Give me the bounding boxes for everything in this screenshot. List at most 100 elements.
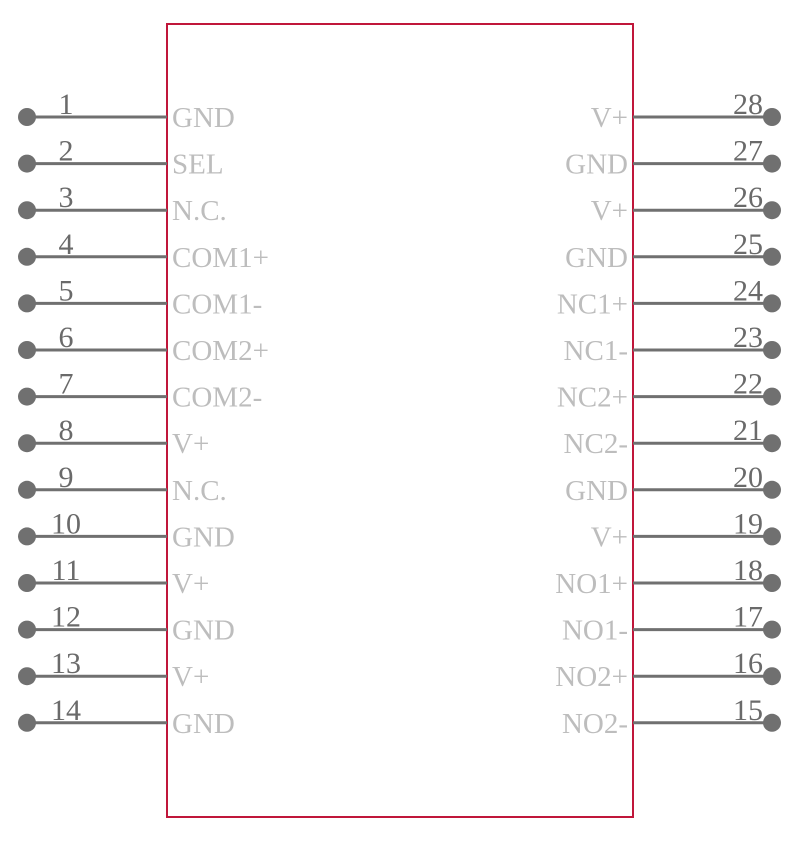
pin-number: 11	[52, 554, 81, 587]
pin-label: GND	[172, 521, 235, 553]
pin-2: 2 SEL	[18, 135, 224, 181]
pin-12: 12 GND	[18, 601, 235, 647]
pin-terminal-dot	[763, 201, 781, 220]
pin-number: 1	[59, 88, 74, 121]
pin-number: 4	[59, 228, 74, 261]
pin-number: 24	[733, 274, 763, 307]
pin-number: 19	[733, 507, 763, 540]
pin-label: GND	[565, 242, 628, 274]
pin-7: 7 COM2-	[18, 368, 262, 414]
pin-number: 18	[733, 554, 763, 587]
pin-terminal-dot	[763, 574, 781, 592]
pin-label: GND	[172, 102, 235, 134]
pin-label: COM2-	[172, 382, 262, 414]
pin-terminal-dot	[763, 154, 781, 173]
pin-terminal-dot	[763, 527, 781, 546]
pin-23: 23 NC1-	[564, 321, 781, 367]
pin-terminal-dot	[18, 480, 36, 499]
pin-number: 25	[733, 228, 763, 261]
pin-label: COM2+	[172, 335, 269, 367]
component-body	[166, 23, 634, 818]
pin-number: 14	[51, 694, 81, 727]
pin-label: V+	[591, 521, 628, 553]
pin-number: 15	[733, 694, 763, 727]
pin-number: 26	[733, 181, 763, 214]
pin-label: NC1-	[564, 335, 628, 367]
pin-label: GND	[172, 708, 235, 740]
pin-number: 2	[59, 135, 74, 168]
pin-terminal-dot	[18, 108, 36, 126]
pin-number: 13	[51, 647, 81, 680]
pin-terminal-dot	[18, 247, 36, 266]
pin-terminal-dot	[18, 434, 36, 453]
pin-number: 16	[733, 647, 763, 680]
pin-terminal-dot	[763, 713, 781, 732]
pin-terminal-dot	[18, 620, 36, 639]
pin-label: SEL	[172, 149, 224, 181]
pin-terminal-dot	[763, 480, 781, 499]
pin-label: NC2+	[557, 382, 628, 414]
pin-terminal-dot	[763, 387, 781, 406]
pin-terminal-dot	[18, 341, 36, 359]
pin-label: NC2-	[564, 428, 628, 460]
pin-9: 9 N.C.	[18, 461, 227, 507]
pin-13: 13 V+	[18, 647, 209, 693]
pin-number: 9	[59, 461, 74, 494]
pin-label: V+	[172, 661, 209, 693]
pin-label: V+	[591, 102, 628, 134]
pin-number: 20	[733, 461, 763, 494]
pin-terminal-dot	[763, 341, 781, 359]
pin-26: 26 V+	[591, 181, 781, 227]
pin-1: 1 GND	[18, 88, 235, 134]
pin-19: 19 V+	[591, 507, 781, 553]
pin-label: NO2+	[555, 661, 628, 693]
pin-terminal-dot	[763, 294, 781, 313]
pin-number: 27	[733, 135, 763, 168]
pin-label: V+	[172, 428, 209, 460]
pin-number: 12	[51, 601, 81, 634]
pin-number: 10	[51, 507, 81, 540]
pin-terminal-dot	[763, 434, 781, 453]
pin-6: 6 COM2+	[18, 321, 269, 367]
pin-terminal-dot	[763, 108, 781, 126]
pin-terminal-dot	[18, 154, 36, 173]
pin-label: NO1-	[562, 615, 628, 647]
pin-10: 10 GND	[18, 507, 235, 553]
pin-28: 28 V+	[591, 88, 781, 134]
right-pin-group: 28V+27GND26V+25GND24NC1+23NC1-22NC2+21NC…	[555, 88, 781, 740]
pin-15: 15 NO2-	[562, 694, 781, 740]
pin-number: 3	[59, 181, 74, 214]
pin-number: 6	[59, 321, 74, 354]
pin-number: 8	[59, 414, 74, 447]
pin-25: 25 GND	[565, 228, 781, 274]
pin-number: 23	[733, 321, 763, 354]
pin-11: 11 V+	[18, 554, 209, 600]
pin-label: V+	[172, 568, 209, 600]
pin-number: 28	[733, 88, 763, 121]
pin-terminal-dot	[763, 620, 781, 639]
pin-terminal-dot	[18, 574, 36, 592]
pin-terminal-dot	[18, 667, 36, 686]
pin-label: GND	[172, 615, 235, 647]
pin-label: COM1+	[172, 242, 269, 274]
pin-16: 16 NO2+	[555, 647, 781, 693]
pin-label: V+	[591, 195, 628, 227]
pin-terminal-dot	[763, 667, 781, 686]
pin-14: 14 GND	[18, 694, 235, 740]
pin-label: GND	[565, 475, 628, 507]
pin-label: NO2-	[562, 708, 628, 740]
pin-label: COM1-	[172, 288, 262, 320]
pin-number: 5	[59, 274, 74, 307]
pin-terminal-dot	[18, 201, 36, 220]
pin-number: 7	[59, 368, 74, 401]
pin-label: N.C.	[172, 475, 227, 507]
